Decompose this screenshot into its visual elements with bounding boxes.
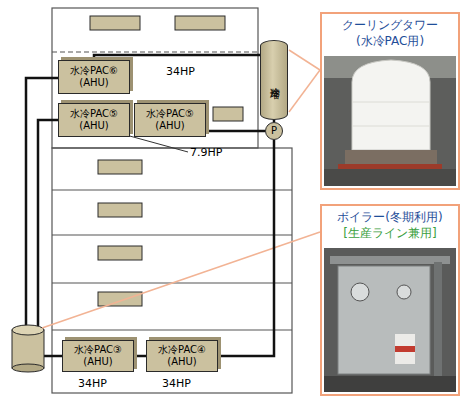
boiler-body-photo (338, 266, 430, 374)
indoor-unit (98, 246, 142, 260)
leader-line (289, 70, 320, 112)
floor-photo (324, 376, 456, 392)
leader-line (42, 232, 320, 328)
boiler-symbol (12, 325, 44, 372)
pac-unit: 水冷PAC⑤ (AHU) (58, 103, 130, 137)
photo-background (324, 56, 456, 186)
tank-base (345, 150, 437, 164)
node-text: 水冷PAC⑤ (AHU) (61, 108, 127, 132)
capacity-label: 34HP (166, 66, 195, 78)
node-text: 冷却塔 (267, 79, 281, 82)
indoor-unit (175, 16, 225, 30)
indoor-unit (213, 107, 243, 121)
node-text: クーリングタワー (水冷PAC用) (335, 17, 445, 49)
tank (352, 60, 430, 150)
boiler-pipes (26, 78, 62, 356)
indoor-unit (98, 203, 142, 217)
pac-unit: 水冷PAC⑤ (AHU) (134, 103, 206, 137)
node-text: P (271, 126, 277, 136)
indoor-unit (98, 292, 142, 306)
pipe (44, 355, 62, 358)
cooling-tower: 冷却塔 (260, 40, 288, 120)
photo-panel: クーリングタワー (水冷PAC用) (320, 12, 460, 190)
boiler-bottom (12, 364, 44, 372)
node-text: [生産ライン兼用] (323, 225, 457, 241)
node-text: 水冷PAC③ (AHU) (65, 344, 131, 368)
floor-line (52, 234, 292, 235)
upper-floor-outline (52, 8, 258, 148)
pac-unit: 水冷PAC⑥ (AHU) (58, 60, 130, 94)
boiler-body (12, 330, 44, 368)
label-plate (395, 334, 415, 364)
pipe (38, 120, 58, 326)
capacity-label: 34HP (162, 378, 191, 390)
pipe-connector (206, 130, 265, 133)
leader-line (126, 135, 188, 152)
pipe-photo (434, 262, 442, 384)
node-text: 水冷PAC④ (AHU) (149, 344, 215, 368)
pipe-connector (134, 355, 146, 358)
pipe (26, 78, 58, 326)
tank-band (352, 126, 430, 127)
photo-background (324, 248, 456, 392)
pac-unit: 水冷PAC③ (AHU) (62, 340, 134, 372)
ground (324, 169, 456, 186)
capacity-label: 7.9HP (190, 147, 222, 159)
cooling-tower-photo (324, 56, 456, 186)
gauge (351, 283, 369, 301)
pipe-photo (338, 164, 442, 169)
node-text: 水冷PAC⑥ (AHU) (61, 65, 127, 89)
indoor-unit (90, 16, 140, 30)
gauge (397, 285, 411, 299)
capacity-label: 34HP (78, 378, 107, 390)
floor-line (52, 189, 292, 190)
floor-divider (52, 51, 258, 52)
node-text: ボイラー(冬期利用) (323, 209, 457, 225)
pipe-connector (218, 140, 274, 356)
label-plate-stripe (395, 346, 415, 352)
leader-line (289, 50, 320, 70)
building-outline (52, 8, 292, 393)
indoor-unit (98, 160, 142, 174)
pump-circle: P (265, 122, 283, 140)
floor-line (52, 329, 292, 330)
pipe-photo (330, 256, 450, 264)
tank-band (352, 102, 430, 103)
photo-panel: ボイラー(冬期利用)[生産ライン兼用] (320, 204, 460, 396)
pac-unit: 水冷PAC④ (AHU) (146, 340, 218, 372)
node-text: 水冷PAC⑤ (AHU) (137, 108, 203, 132)
boiler-top (12, 325, 44, 335)
boiler-photo (324, 248, 456, 392)
